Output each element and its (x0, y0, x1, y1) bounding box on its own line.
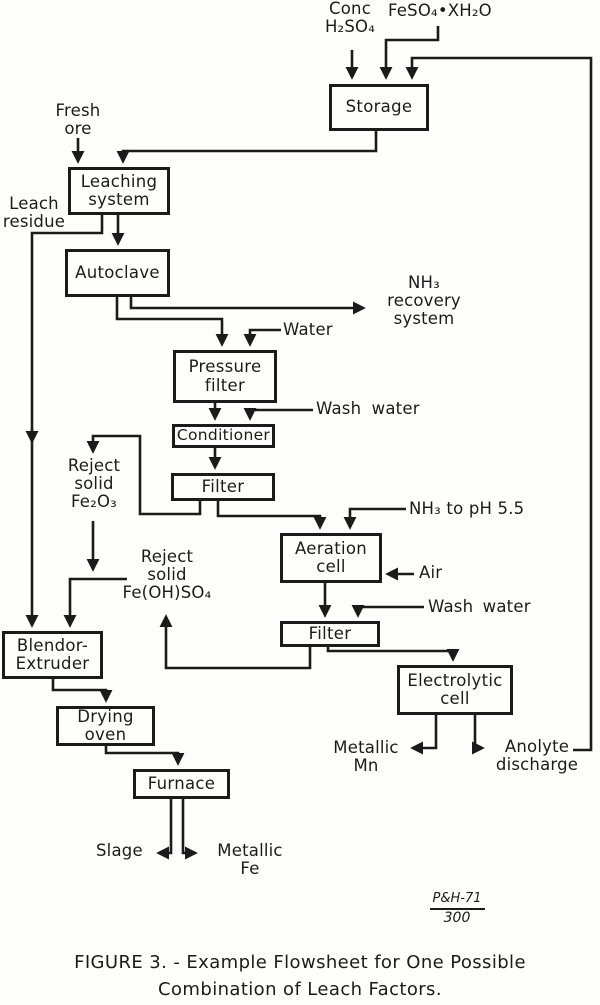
conc-h2so4-label: Conc H₂SO₄ (324, 0, 376, 36)
aeration-cell-box: Aeration cell (280, 533, 382, 583)
line-storage-to-leaching (116, 131, 378, 164)
line-feso4-to-storage (379, 26, 440, 80)
line-wash-water-1-to-conditioner (243, 407, 313, 421)
metallic-mn-label: Metallic Mn (333, 738, 399, 775)
line-water-to-pressure-filter (243, 328, 281, 347)
electrolytic-cell-box: Electrolytic cell (397, 665, 513, 715)
line-autoclave-to-pressure-filter (115, 297, 229, 347)
line-wash-water-2-to-filter-2 (351, 604, 424, 618)
fresh-ore-label: Fresh ore (55, 101, 101, 138)
line-electrolytic-to-anolyte (471, 715, 485, 755)
line-furnace-to-slage (156, 799, 173, 860)
slage-label: Slage (96, 841, 143, 860)
filter-2-box: Filter (280, 621, 380, 647)
line-reject-to-blendor (63, 577, 127, 628)
drying-oven-box: Drying oven (56, 706, 155, 746)
water-label: Water (283, 320, 333, 339)
line-furnace-to-metallic-fe (181, 799, 198, 860)
line-filter-1-to-reject-fe2o3 (86, 434, 202, 516)
autoclave-box: Autoclave (65, 249, 170, 297)
report-stamp-denominator: 300 (443, 910, 471, 927)
leaching-system-box: Leaching system (68, 167, 170, 215)
line-autoclave-to-nh3-recovery (129, 297, 366, 315)
air-label: Air (419, 563, 443, 582)
nh3-ph-label: NH₃ to pH 5.5 (409, 499, 525, 518)
reject-feohso4-label: Reject solid Fe(OH)SO₄ (122, 547, 212, 602)
line-filter-2-to-electrolytic (326, 647, 460, 662)
storage-box: Storage (329, 84, 429, 131)
pressure-filter-box: Pressure filter (173, 350, 277, 403)
figure-caption-line-1: FIGURE 3. - Example Flowsheet for One Po… (74, 952, 526, 973)
wash-water-2-label: Wash water (428, 597, 531, 616)
blendor-extruder-box: Blendor- Extruder (2, 631, 103, 679)
leach-residue-label: Leach residue (2, 194, 66, 231)
figure-caption: FIGURE 3. - Example Flowsheet for One Po… (0, 949, 600, 1003)
anolyte-discharge-label: Anolyte discharge (495, 737, 579, 774)
nh3-recovery-label: NH₃ recovery system (387, 273, 461, 328)
reject-fe2o3-label: Reject solid Fe₂O₃ (67, 456, 121, 511)
line-filter-2-to-reject-feohso4 (159, 614, 312, 670)
feso4-xh2o-label: FeSO₄•XH₂O (388, 1, 492, 20)
line-filter-1-to-aeration (216, 501, 327, 530)
line-drying-oven-to-furnace (104, 746, 185, 766)
wash-water-1-label: Wash water (316, 399, 420, 418)
metallic-fe-label: Metallic Fe (217, 841, 283, 878)
line-nh3-ph-to-aeration (343, 507, 406, 530)
conditioner-box: Conditioner (172, 424, 275, 448)
line-anolyte-return-to-storage (405, 56, 593, 752)
report-stamp-numerator: P&H-71 (429, 891, 485, 911)
furnace-box: Furnace (133, 769, 230, 799)
report-stamp: P&H-71 300 (426, 891, 488, 928)
line-electrolytic-to-metallic-mn (410, 715, 438, 755)
line-blendor-to-drying-oven (51, 679, 113, 703)
figure-caption-line-2: Combination of Leach Factors. (158, 979, 442, 1000)
filter-1-box: Filter (171, 473, 275, 501)
